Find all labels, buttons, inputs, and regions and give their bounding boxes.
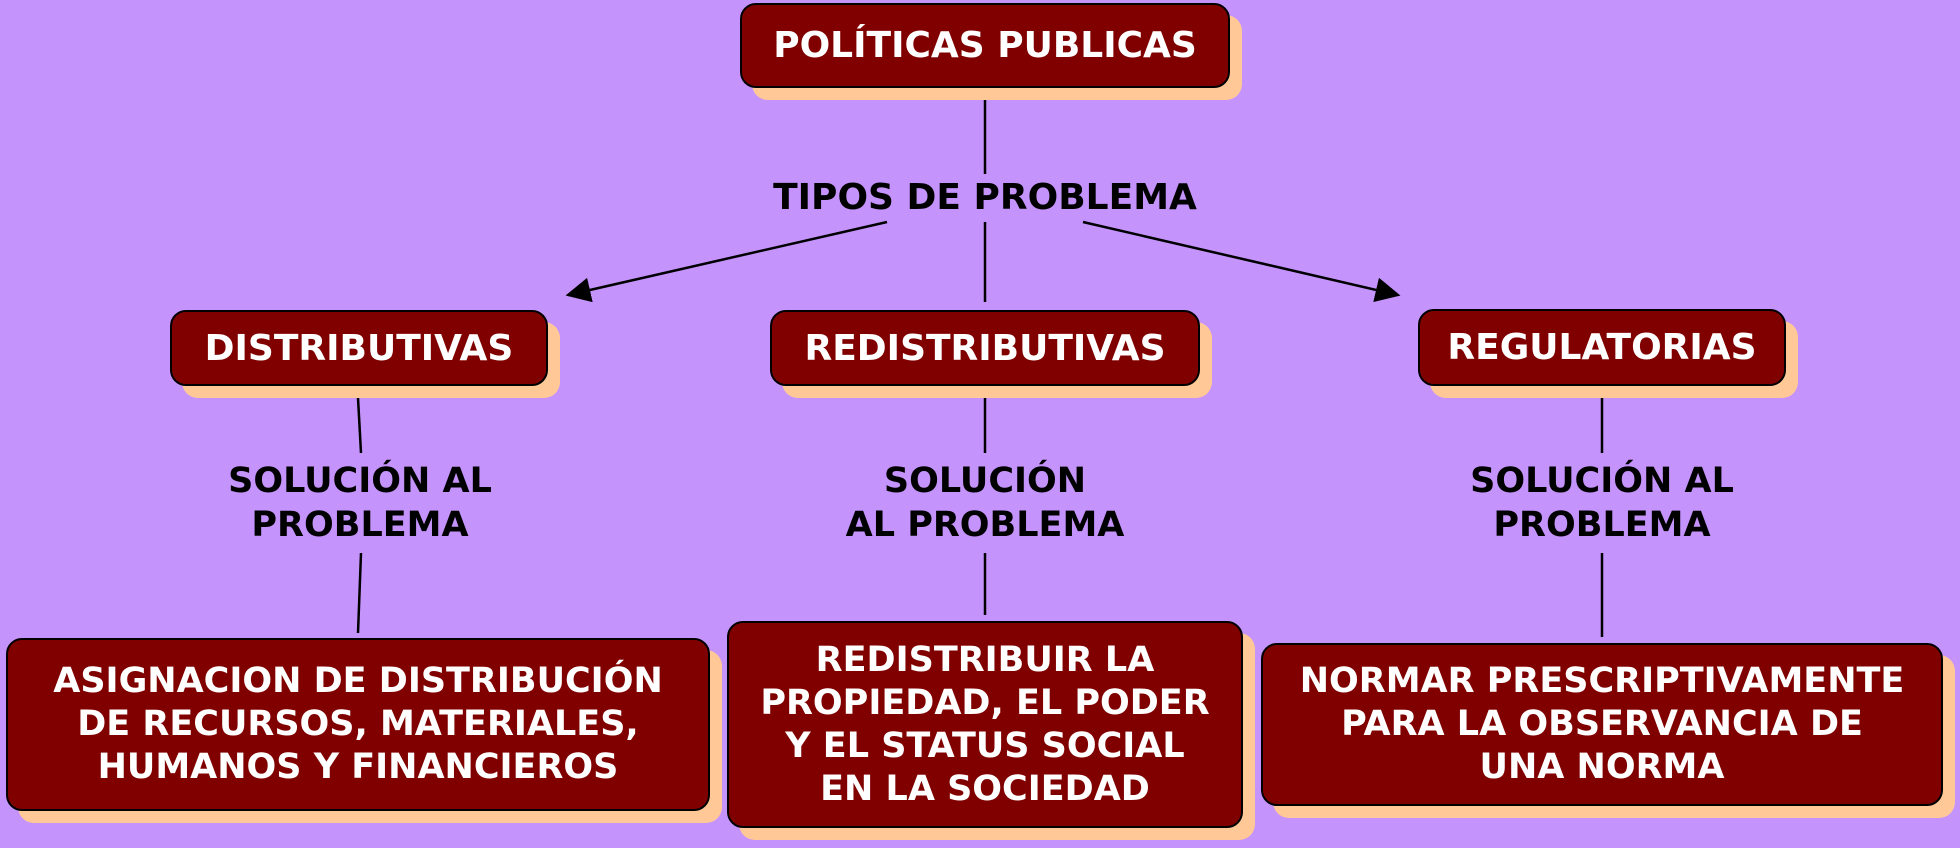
type-box-regulatorias: REGULATORIAS xyxy=(1418,309,1786,386)
line-distributivas-to-solution-label xyxy=(356,397,363,454)
solution-label-distributivas: SOLUCIÓN AL PROBLEMA xyxy=(228,461,492,545)
line-solution-label-to-distributivas-solution xyxy=(356,552,363,634)
solution-label-regulatorias: SOLUCIÓN AL PROBLEMA xyxy=(1470,461,1734,545)
solution-box-distributivas: ASIGNACION DE DISTRIBUCIÓN DE RECURSOS, … xyxy=(6,638,710,811)
tipos-de-problema-label: TIPOS DE PROBLEMA xyxy=(773,176,1197,218)
solution-box-regulatorias: NORMAR PRESCRIPTIVAMENTE PARA LA OBSERVA… xyxy=(1261,643,1943,806)
arrow-to-regulatorias xyxy=(1082,220,1401,303)
type-box-distributivas: DISTRIBUTIVAS xyxy=(170,310,548,386)
arrow-to-distributivas xyxy=(565,220,888,303)
solution-label-redistributivas: SOLUCIÓN AL PROBLEMA xyxy=(845,461,1125,545)
type-box-redistributivas: REDISTRIBUTIVAS xyxy=(770,310,1200,386)
solution-box-redistributivas: REDISTRIBUIR LA PROPIEDAD, EL PODER Y EL… xyxy=(727,621,1243,828)
root-box: POLÍTICAS PUBLICAS xyxy=(740,3,1230,88)
